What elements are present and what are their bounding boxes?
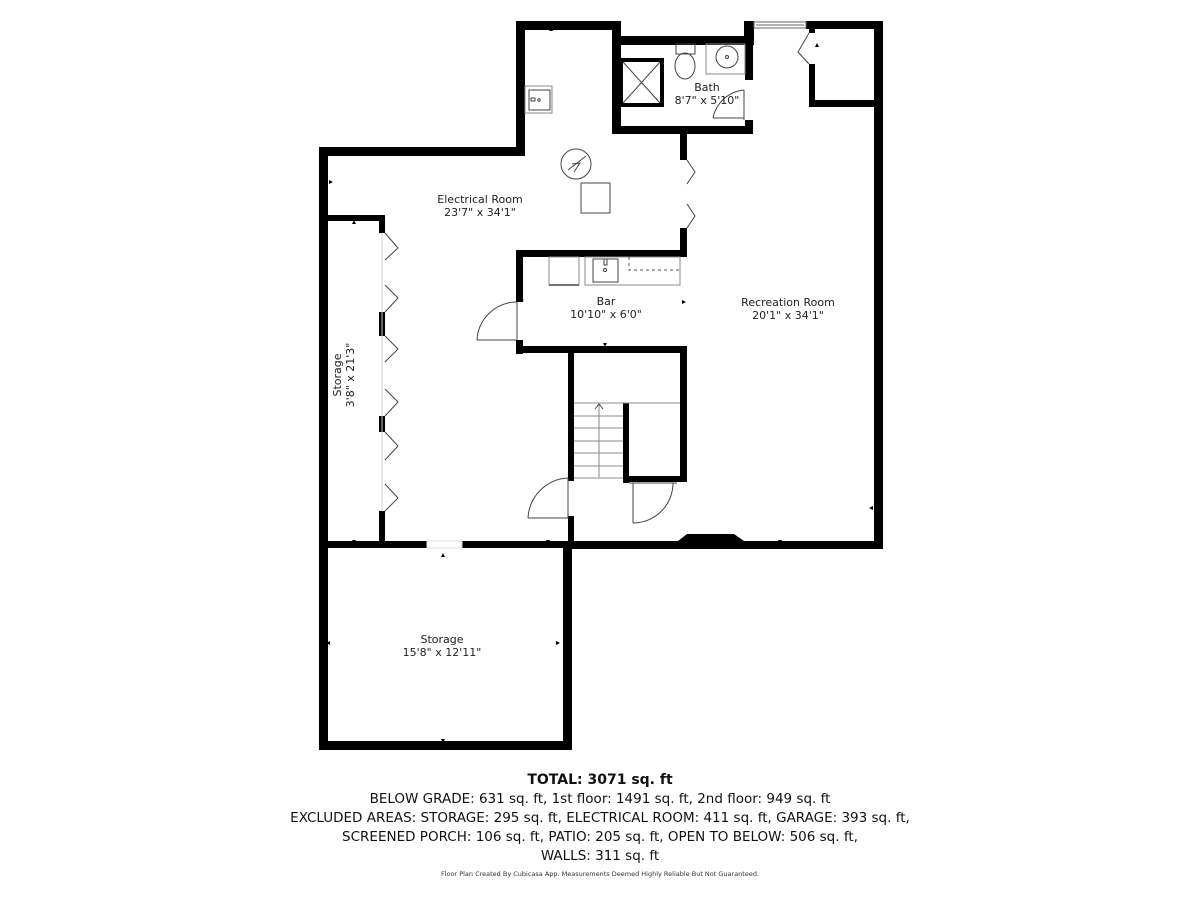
toilet-icon [675,43,696,55]
room-name-storage-closet: Storage [331,353,344,396]
stair-door-left [527,477,569,519]
room-dims-storage-closet: 3'8" x 21'3" [344,343,357,408]
closet-door [797,32,810,65]
room-dims-storage-main: 15'8" x 12'11" [403,646,482,659]
room-dims-electrical-room: 23'7" x 34'1" [444,206,516,219]
total-area: TOTAL: 3071 sq. ft [527,772,673,788]
dimension-markers [326,27,873,743]
fireplace-icon [678,534,744,541]
stair-door-right [632,482,674,524]
water-heater-icon [560,148,592,180]
bath-door [712,89,745,119]
closet-doors [381,232,399,512]
room-name-bar: Bar [597,295,616,308]
room-dims-recreation-room: 20'1" x 34'1" [752,309,824,322]
summary-line-1: BELOW GRADE: 631 sq. ft, 1st floor: 1491… [369,791,831,807]
room-name-electrical-room: Electrical Room [437,193,522,206]
stairs-icon [527,402,680,524]
room-name-bath: Bath [694,81,720,94]
sink-icon [524,85,553,114]
electrical-fixtures [524,85,696,229]
summary-line-3: SCREENED PORCH: 106 sq. ft, PATIO: 205 s… [342,829,858,845]
floor-plan: Bath 8'7" x 5'10" Electrical Room 23'7" … [319,21,883,750]
fridge-icon [548,256,580,286]
room-name-recreation-room: Recreation Room [741,296,835,309]
bar-door [476,301,517,341]
room-name-storage-main: Storage [420,633,463,646]
room-dims-bar: 10'10" x 6'0" [570,308,642,321]
furnace-icon [580,182,611,214]
bar-fixtures [476,256,681,341]
disclaimer-footer: Floor Plan Created By Cubicasa App. Meas… [440,870,760,878]
storage-opening [426,540,463,549]
sink-icon [592,258,619,283]
bath-fixtures [619,43,746,120]
room-dims-bath: 8'7" x 5'10" [675,94,740,107]
summary-line-2: EXCLUDED AREAS: STORAGE: 295 sq. ft, ELE… [290,810,910,826]
area-summary: TOTAL: 3071 sq. ft BELOW GRADE: 631 sq. … [0,771,1200,866]
walls [319,21,883,750]
sink-icon [705,43,746,75]
summary-line-4: WALLS: 311 sq. ft [540,848,660,864]
